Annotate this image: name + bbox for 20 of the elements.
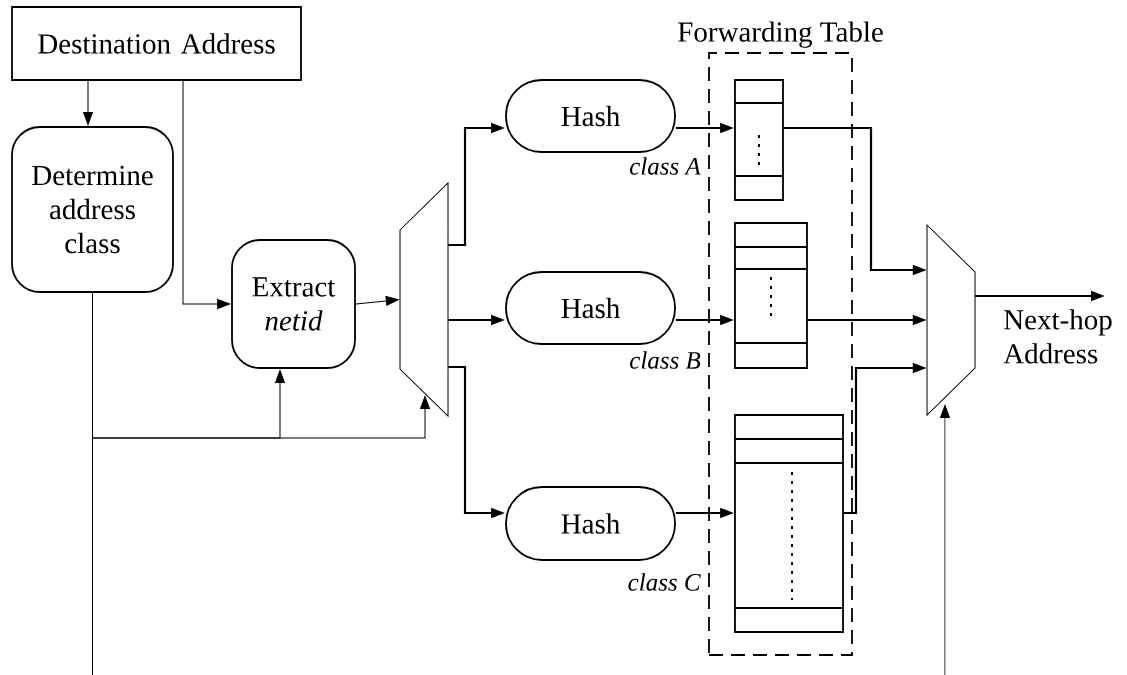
- class-label: class A: [629, 157, 701, 175]
- output-label: Next-hop Address: [1002, 308, 1127, 365]
- arrow: [83, 80, 93, 126]
- process-box: Extract netid: [231, 239, 356, 369]
- table-column: [734, 79, 784, 201]
- table-heading: Forwarding Table: [678, 21, 883, 48]
- table-column: [734, 222, 808, 369]
- multiplexer: [399, 182, 449, 417]
- process-box: Determine address class: [11, 126, 174, 293]
- table-column: [734, 414, 844, 633]
- arrow: [182, 80, 231, 309]
- arrow: [355, 296, 399, 306]
- hash-box: Hash: [505, 271, 676, 345]
- address-box: Destination Address: [11, 6, 302, 81]
- multiplexer: [926, 224, 976, 416]
- hash-box: Hash: [505, 79, 676, 153]
- class-label: class C: [628, 573, 701, 591]
- hash-box: Hash: [505, 486, 676, 561]
- arrow: [940, 405, 950, 675]
- class-label: class B: [630, 351, 701, 369]
